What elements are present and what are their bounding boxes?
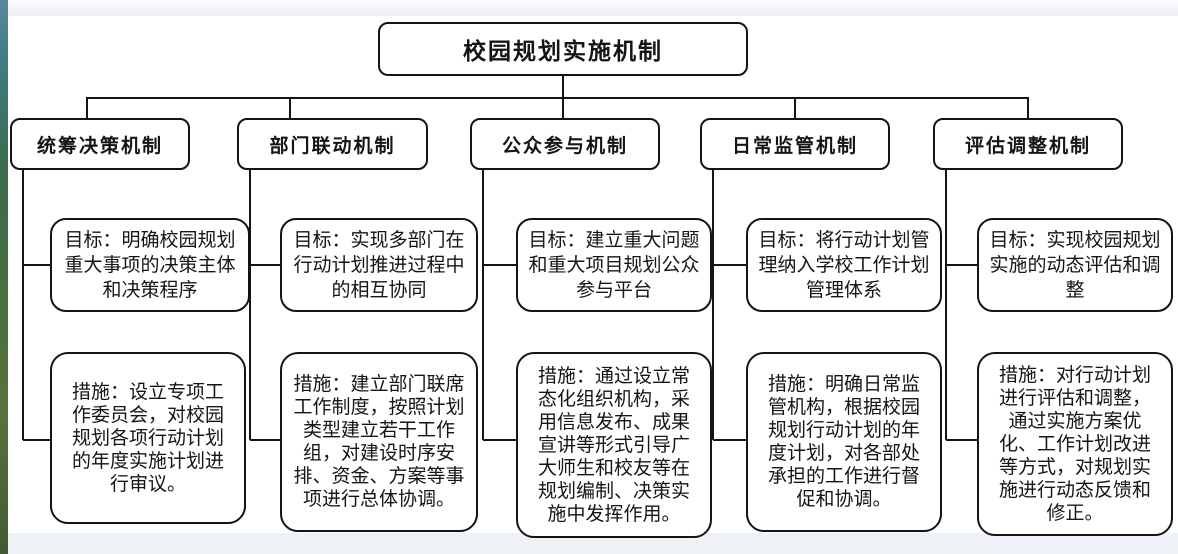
connector-branch-2 — [249, 170, 281, 441]
branch-header-department-linkage: 部门联动机制 — [237, 118, 428, 170]
page-top-margin — [8, 0, 1178, 16]
branch-header-coordinated-decision: 统筹决策机制 — [10, 118, 190, 170]
connector-branch-1 — [22, 170, 51, 441]
root-title-box: 校园规划实施机制 — [378, 22, 748, 76]
page-bottom-margin — [8, 533, 1178, 554]
goal-box-public-participation: 目标：建立重大问题和重大项目规划公众参与平台 — [516, 218, 712, 312]
desktop-wallpaper-edge — [0, 0, 8, 554]
measure-box-daily-supervision: 措施：明确日常监管机构，根据校园规划行动计划的年度计划，对各部处承担的工作进行督… — [746, 352, 942, 532]
connector-branch-4 — [712, 170, 747, 441]
measure-box-public-participation: 措施：通过设立常态化组织机构，采用信息发布、成果宣讲等形式引导广大师生和校友等在… — [516, 352, 712, 538]
connector-title-bus — [86, 76, 1029, 119]
measure-box-coordinated-decision: 措施：设立专项工作委员会，对校园规划各项行动计划的年度实施计划进行审议。 — [50, 352, 246, 524]
goal-box-daily-supervision: 目标：将行动计划管理纳入学校工作计划管理体系 — [746, 218, 942, 312]
goal-box-department-linkage: 目标：实现多部门在行动计划推进过程中的相互协同 — [280, 218, 478, 312]
branch-header-public-participation: 公众参与机制 — [470, 118, 660, 170]
goal-box-coordinated-decision: 目标：明确校园规划重大事项的决策主体和决策程序 — [50, 218, 250, 312]
connector-branch-3 — [482, 170, 517, 441]
measure-box-department-linkage: 措施：建立部门联席工作制度，按照计划类型建立若干工作组，对建设时序安排、资金、方… — [280, 352, 478, 532]
branch-header-daily-supervision: 日常监管机制 — [700, 118, 890, 170]
connector-branch-5 — [945, 170, 978, 441]
branch-header-evaluation-adjustment: 评估调整机制 — [933, 118, 1123, 170]
measure-box-evaluation-adjustment: 措施：对行动计划进行评估和调整，通过实施方案优化、工作计划改进等方式，对规划实施… — [977, 352, 1173, 536]
goal-box-evaluation-adjustment: 目标：实现校园规划实施的动态评估和调整 — [977, 218, 1173, 312]
